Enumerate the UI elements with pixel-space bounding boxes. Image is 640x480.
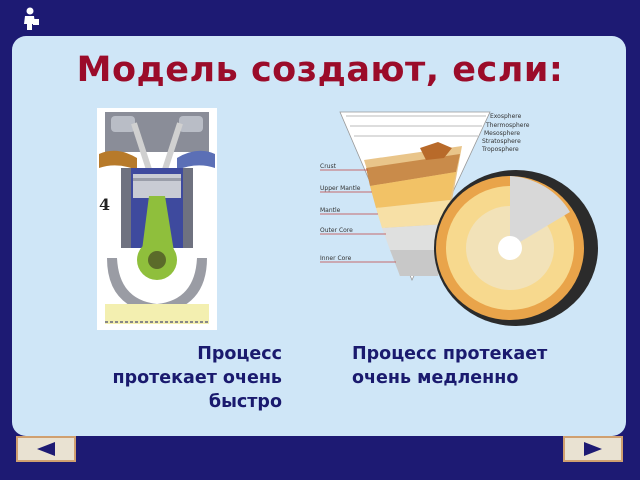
previous-slide-button[interactable]: [16, 436, 76, 462]
label-crust: Crust: [320, 163, 337, 170]
caption-left-line: быстро: [208, 392, 282, 412]
triangle-right-icon: [584, 442, 602, 456]
label-upper-mantle: Upper Mantle: [320, 185, 361, 192]
engine-cylinder-image: 4: [97, 108, 217, 330]
label-exosphere: Exosphere: [490, 113, 522, 120]
caption-slow-process: Процесс протекает очень медленно: [352, 342, 612, 390]
caption-left-line: Процесс: [197, 344, 282, 364]
person-icon: [24, 7, 39, 30]
slide-title: Модель создают, если:: [76, 50, 564, 90]
label-mantle: Mantle: [320, 207, 341, 214]
earth-layers-image: Exosphere Thermosphere Mesosphere Strato…: [320, 111, 598, 326]
caption-left-line: протекает очень: [112, 368, 282, 388]
caption-right-line: Процесс протекает: [352, 344, 548, 364]
label-mesosphere: Mesosphere: [484, 130, 520, 137]
label-troposphere: Troposphere: [481, 146, 519, 153]
label-inner-core: Inner Core: [320, 255, 352, 262]
caption-right-line: очень медленно: [352, 368, 519, 388]
label-thermosphere: Thermosphere: [485, 122, 530, 129]
label-stratosphere: Stratosphere: [482, 138, 521, 145]
triangle-left-icon: [37, 442, 55, 456]
stroke-number-label: 4: [99, 195, 110, 214]
label-outer-core: Outer Core: [320, 227, 353, 234]
next-slide-button[interactable]: [563, 436, 623, 462]
caption-fast-process: Процесс протекает очень быстро: [56, 342, 282, 414]
